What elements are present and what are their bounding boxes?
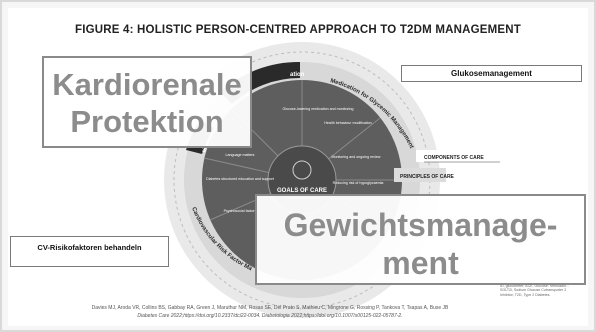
- person-icon: [292, 160, 312, 180]
- principles-tab: [394, 168, 446, 182]
- principles-label: PRINCIPLES OF CARE: [400, 174, 455, 180]
- ring-label-top-left: ation: [290, 72, 305, 78]
- figure-title: FIGURE 4: HOLISTIC PERSON-CENTRED APPROA…: [74, 24, 522, 36]
- segment-label-2: Monitoring and ongoing review: [332, 155, 381, 159]
- segment-label-6: Language matters: [226, 153, 255, 157]
- components-label: COMPONENTS OF CARE: [424, 155, 484, 161]
- overlay-glukosemanagement: Glukosemanagement: [401, 65, 582, 82]
- overlay-gewichtsmanagement: Gewichtsmanage-ment: [255, 194, 586, 285]
- components-tab: [416, 150, 500, 162]
- segment-label-1: Health behaviour modification: [324, 121, 371, 125]
- segment-label-0: Glucose-lowering medication and monitori…: [283, 107, 354, 111]
- reference-line-2: Diabetes Care 2022;https://doi.org/10.23…: [137, 313, 403, 319]
- segment-label-3: Reducing risk of hypoglycaemia: [333, 181, 384, 185]
- segment-label-4: Psychosocial factors: [224, 209, 257, 213]
- reference-line-1: Davies MJ, Aroda VR, Collins BS, Gabbay …: [91, 305, 449, 311]
- small-left-number: 3: [202, 147, 206, 154]
- overlay-cv-risikofaktoren: CV-Risikofaktoren behandeln: [10, 236, 169, 267]
- segment-label-5: Diabetes structured education and suppor…: [206, 177, 274, 181]
- overlay-kardiorenale-protektion: Kardiorenale Protektion: [42, 56, 252, 148]
- footnote: ID, glucometer; ACE, Glucose: Stimulator…: [500, 284, 569, 297]
- center-title: GOALS OF CARE: [277, 188, 327, 194]
